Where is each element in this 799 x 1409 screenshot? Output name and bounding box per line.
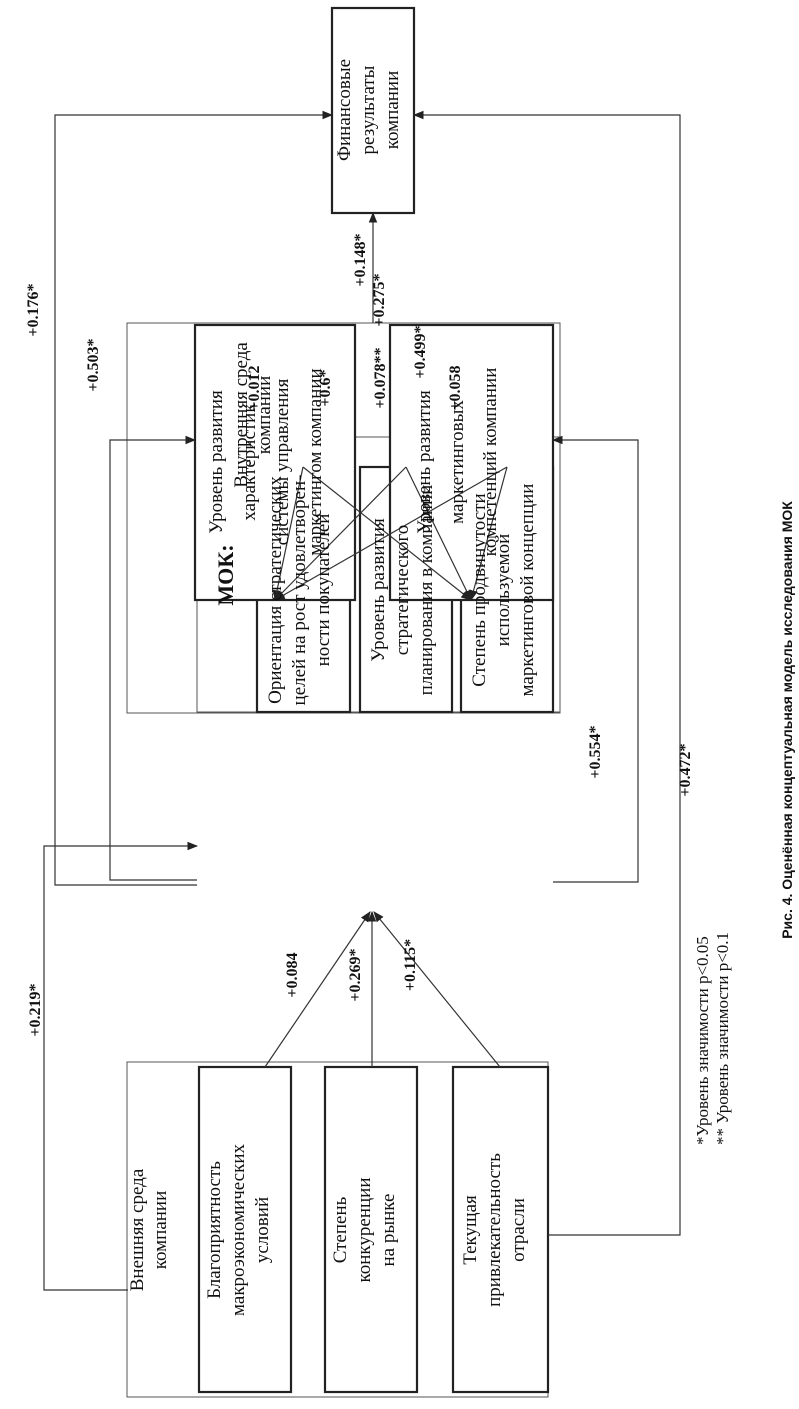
coef-mok-to-financial: +0.176* [25, 283, 42, 336]
link-mok-to-mgmt [109, 435, 197, 881]
coef-mok-to-competencies: +0.554* [587, 725, 604, 778]
link-concept-to-mgmt [274, 466, 508, 601]
svg-text:+0.176*: +0.176* [25, 283, 42, 336]
significance-legend: *Уровень значимости p<0.05** Уровень зна… [693, 932, 732, 1145]
svg-text:+0.503*: +0.503* [85, 338, 102, 391]
coef-concept-to-competencies: +0.058 [447, 365, 464, 410]
coef-attractiveness-to-planning: +0.115* [402, 939, 419, 991]
svg-text:*Уровень значимости p<0.05** У: *Уровень значимости p<0.05** Уровень зна… [693, 932, 732, 1145]
coef-competition-to-planning: +0.269* [347, 948, 364, 1001]
mok-title: МОК: [213, 544, 238, 605]
link-macro-to-planning [264, 911, 371, 1068]
link-planning-to-competencies [405, 466, 472, 601]
coef-concept-to-mgmt: +0.275* [371, 273, 388, 326]
svg-text:+0.554*: +0.554* [587, 725, 604, 778]
link-attractiveness-to-planning [373, 911, 501, 1068]
coef-macro-to-planning: +0.084 [284, 952, 301, 997]
coef-planning-to-mgmt: +0.078** [372, 347, 389, 408]
link-mok-to-financial [54, 110, 334, 886]
svg-text:+0.499*: +0.499* [412, 325, 429, 378]
svg-text:+0.269*: +0.269* [347, 948, 364, 1001]
svg-text:+0.115*: +0.115* [402, 939, 419, 991]
svg-text:+0.148*: +0.148* [352, 233, 369, 286]
coef-planning-to-competencies: +0.499* [412, 325, 429, 378]
link-planning-to-mgmt [274, 466, 407, 601]
svg-text:+0.275*: +0.275* [371, 273, 388, 326]
svg-text:Рис. 4. Оценённая концептуальн: Рис. 4. Оценённая концептуальная модель … [779, 501, 795, 939]
svg-text:+0.058: +0.058 [447, 365, 464, 410]
link-orientation-to-competencies [302, 466, 472, 601]
coef-mok-to-mgmt: +0.503* [85, 338, 102, 391]
competition-box [323, 1065, 419, 1394]
svg-text:+0.078**: +0.078** [372, 347, 389, 408]
link-ext-to-mok [43, 841, 199, 1291]
link-orientation-to-mgmt [272, 466, 304, 602]
svg-text:МОК:: МОК: [213, 544, 238, 605]
link-attractiveness-to-financial [412, 110, 681, 1236]
svg-text:+0.472*: +0.472* [677, 743, 694, 796]
coef-orientation-to-mgmt: +0.012 [246, 365, 263, 410]
macro-box [197, 1065, 293, 1394]
coef-internal-to-financial: +0.148* [352, 233, 369, 286]
link-concept-to-competencies [469, 466, 508, 602]
coef-ext-to-mok: +0.219* [27, 983, 44, 1036]
svg-text:+0.219*: +0.219* [27, 983, 44, 1036]
link-mok-to-competencies [551, 435, 639, 883]
mgmt-system-box [193, 323, 357, 602]
coef-attractiveness-to-financial: +0.472* [677, 743, 694, 796]
competencies-box [388, 323, 555, 602]
attractiveness-box [451, 1065, 550, 1394]
financial-box [330, 6, 416, 215]
svg-text:+0.012: +0.012 [246, 365, 263, 410]
coef-orientation-to-competencies: +0.6* [317, 369, 334, 406]
svg-text:+0.084: +0.084 [284, 952, 301, 997]
svg-text:+0.6*: +0.6* [317, 369, 334, 406]
figure-caption: Рис. 4. Оценённая концептуальная модель … [779, 501, 795, 939]
